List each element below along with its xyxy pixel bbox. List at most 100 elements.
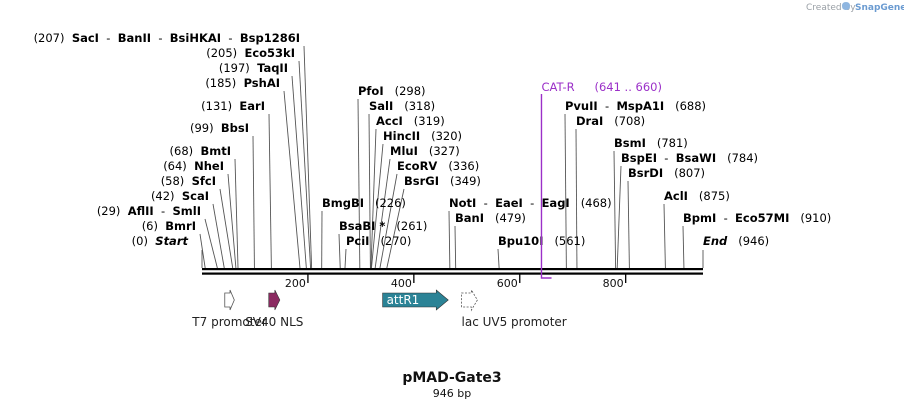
site-leader-noti: [448, 210, 451, 269]
enzyme-name: AclI: [664, 189, 688, 203]
site-position: (185): [205, 76, 236, 90]
site-label-eari[interactable]: (131) EarI: [201, 99, 265, 113]
site-position: (207): [34, 31, 65, 45]
site-leader-acci: [370, 128, 377, 269]
site-label-bpmi[interactable]: BpmI - Eco57MI (910): [683, 211, 831, 225]
site-leader-eco53ki: [298, 60, 312, 269]
enzyme-name: AccI: [376, 114, 403, 128]
enzyme-name: PciI: [346, 234, 369, 248]
site-label-acci[interactable]: AccI (319): [376, 114, 445, 128]
enzyme-name: BsiHKAI: [170, 31, 221, 45]
enzyme-name: BsaBI *: [339, 219, 385, 233]
ruler-tick-label: 200: [285, 277, 306, 290]
site-position: (68): [170, 144, 194, 158]
site-leader-sali: [368, 113, 371, 269]
site-label-bsrdi[interactable]: BsrDI (807): [628, 166, 705, 180]
site-separator: -: [530, 196, 534, 210]
site-label-pfoi[interactable]: PfoI (298): [358, 84, 426, 98]
site-leader-drai: [575, 128, 578, 269]
feature-t7[interactable]: T7 promoter: [191, 289, 267, 329]
site-leader-bpu10i: [497, 248, 500, 269]
feature-arrow-lacuv5: [461, 288, 478, 312]
sequence-backbone: [202, 268, 703, 275]
site-position: (349): [450, 174, 481, 188]
site-label-pcii[interactable]: PciI (270): [346, 234, 411, 248]
enzyme-name: Bpu10I: [498, 234, 543, 248]
ruler-tick-label: 800: [603, 277, 624, 290]
site-leader-lines: [199, 45, 704, 269]
primer-range: (641 .. 660): [594, 80, 662, 94]
enzyme-name: DraI: [576, 114, 603, 128]
site-label-nhei[interactable]: (64) NheI: [163, 159, 224, 173]
site-leader-saci: [303, 45, 313, 269]
site-label-bspei[interactable]: BspEI - BsaWI (784): [621, 151, 758, 165]
site-position: (0): [132, 234, 148, 248]
enzyme-name: BanII: [118, 31, 151, 45]
site-leader-pshai: [283, 90, 301, 269]
site-leader-taqii: [291, 75, 307, 269]
site-label-aflii[interactable]: (29) AflII - SmlI: [97, 204, 201, 218]
site-leader-bmti: [234, 158, 239, 269]
site-label-bani[interactable]: BanI (479): [455, 211, 526, 225]
site-label-bsrgi[interactable]: BsrGI (349): [404, 174, 481, 188]
site-position: (261): [396, 219, 427, 233]
site-leader-eari: [268, 113, 272, 269]
enzyme-name: PvuII: [565, 99, 598, 113]
site-separator: -: [724, 211, 728, 225]
site-leader-bspei: [616, 165, 622, 269]
site-leader-bsmi: [613, 150, 617, 269]
site-label-pshai[interactable]: (185) PshAI: [205, 76, 280, 90]
site-separator: -: [228, 31, 232, 45]
site-label-eco53ki[interactable]: (205) Eco53kI: [206, 46, 295, 60]
site-label-bbsi[interactable]: (99) BbsI: [190, 121, 249, 135]
site-label-bsmi[interactable]: BsmI (781): [614, 136, 688, 150]
site-label-bmgbi[interactable]: BmgBI (226): [322, 196, 406, 210]
site-label-acli[interactable]: AclI (875): [664, 189, 730, 203]
site-label-drai[interactable]: DraI (708): [576, 114, 645, 128]
site-leader-pcii: [344, 248, 347, 269]
feature-attr1[interactable]: attR1: [382, 289, 449, 311]
site-position: (327): [429, 144, 460, 158]
site-position: (131): [201, 99, 232, 113]
site-position: (6): [142, 219, 158, 233]
site-label-taqii[interactable]: (197) TaqII: [219, 61, 288, 75]
enzyme-name: BsrDI: [628, 166, 663, 180]
enzyme-name: BsmI: [614, 136, 646, 150]
site-leader-ecorv: [379, 173, 398, 269]
feature-label: SV40 NLS: [245, 315, 303, 329]
site-label-mlui[interactable]: MluI (327): [390, 144, 460, 158]
feature-inner-label: attR1: [387, 293, 420, 307]
feature-sv40[interactable]: SV40 NLS: [245, 289, 303, 329]
site-label-bmri[interactable]: (6) BmrI: [142, 219, 196, 233]
site-label-hincii[interactable]: HincII (320): [383, 129, 462, 143]
site-label-start[interactable]: (0) Start: [132, 234, 189, 248]
enzyme-name: SalI: [369, 99, 393, 113]
site-label-end[interactable]: End (946): [703, 234, 769, 248]
site-separator: -: [161, 204, 165, 218]
site-position: (99): [190, 121, 214, 135]
site-label-bpu10i[interactable]: Bpu10I (561): [498, 234, 585, 248]
site-label-saci[interactable]: (207) SacI - BanII - BsiHKAI - Bsp1286I: [34, 31, 300, 45]
enzyme-name: SfcI: [192, 174, 216, 188]
map-title: pMAD-Gate3: [402, 370, 501, 386]
site-label-noti[interactable]: NotI - EaeI - EagI (468): [449, 196, 612, 210]
site-label-ecorv[interactable]: EcoRV (336): [397, 159, 479, 173]
site-label-scai[interactable]: (42) ScaI: [151, 189, 209, 203]
snapgene-logo-icon: [842, 2, 850, 10]
primer-bracket: [540, 94, 552, 279]
site-position: (336): [448, 159, 479, 173]
credit-text: Created by: [806, 3, 856, 13]
site-label-sfci[interactable]: (58) SfcI: [161, 174, 216, 188]
site-label-bmti[interactable]: (68) BmtI: [170, 144, 231, 158]
site-position: (708): [614, 114, 645, 128]
primer-cat-r[interactable]: CAT-R (641 .. 660): [540, 80, 662, 279]
enzyme-name: MspA1I: [616, 99, 664, 113]
feature-arrow-sv40: [268, 289, 281, 311]
site-label-pvuii[interactable]: PvuII - MspA1I (688): [565, 99, 706, 113]
enzyme-name: PshAI: [244, 76, 280, 90]
feature-lacuv5[interactable]: lac UV5 promoter: [461, 288, 567, 329]
site-label-bsabi[interactable]: BsaBI * (261): [339, 219, 427, 233]
site-label-sali[interactable]: SalI (318): [369, 99, 435, 113]
